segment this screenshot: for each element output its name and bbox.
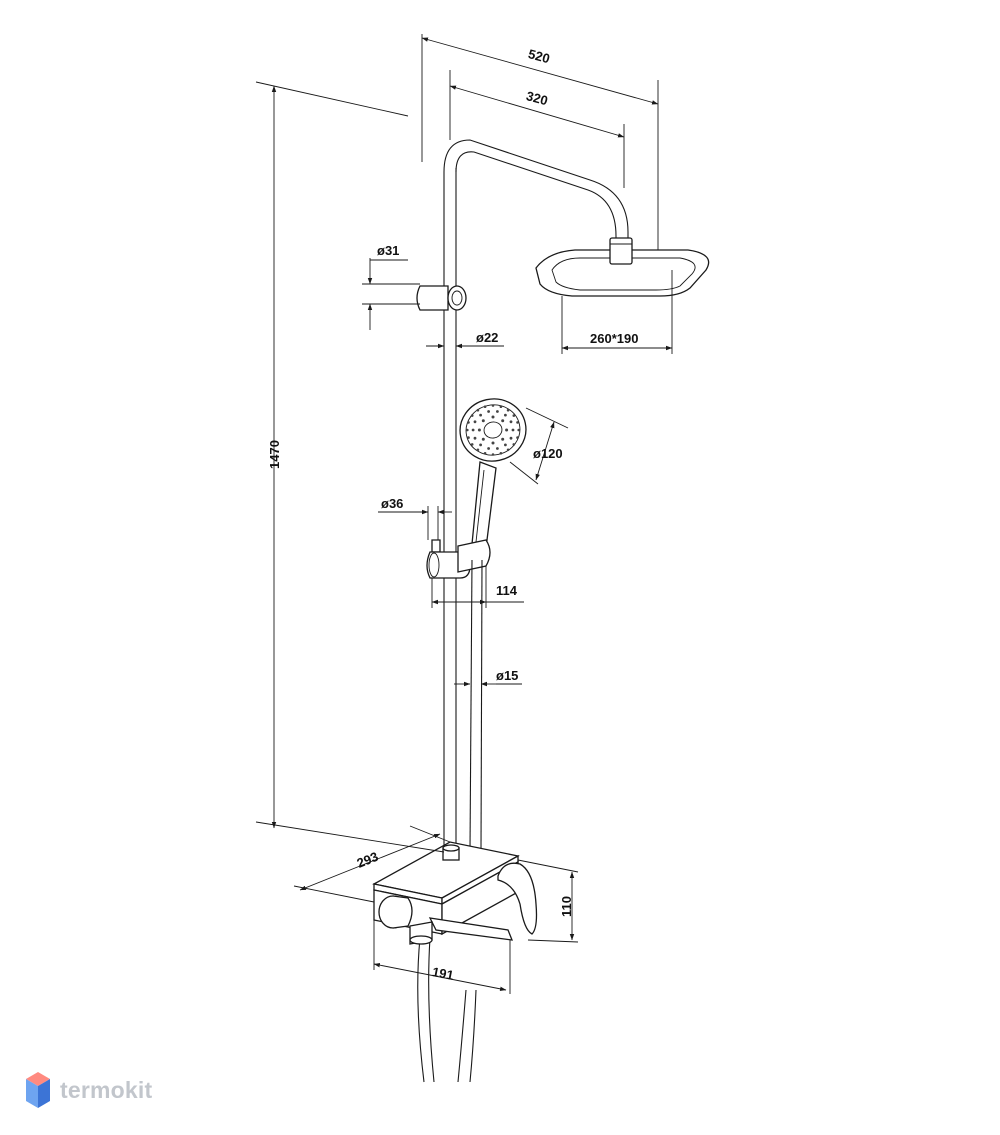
nozzle-dot: [491, 453, 495, 456]
cube-logo-icon: [26, 1072, 50, 1108]
dim-total-width: 520: [527, 46, 552, 66]
dim-slider-diameter: ø36: [381, 496, 403, 511]
overhead-shower: [535, 237, 710, 297]
dim-hose-diameter: ø15: [496, 668, 518, 683]
dim-shelf-depth: 293: [355, 849, 381, 871]
watermark-text: termokit: [60, 1076, 153, 1103]
nozzle-dot: [487, 447, 490, 450]
rail-holder: [416, 285, 467, 311]
nozzle-dot: [506, 448, 510, 452]
nozzle-dot: [501, 437, 505, 441]
nozzle-dot: [477, 428, 481, 432]
dim-slider-offset: 114: [496, 583, 518, 598]
nozzle-dot: [509, 420, 513, 424]
nozzle-dot: [505, 428, 509, 432]
nozzle-dot: [470, 443, 474, 446]
nozzle-dot: [516, 421, 519, 424]
nozzle-dot: [496, 447, 499, 450]
nozzle-dot: [509, 436, 513, 440]
shower-hose: [417, 559, 483, 1083]
nozzle-dot: [499, 405, 503, 409]
dim-rail-diameter: ø22: [476, 330, 498, 345]
nozzle-dot: [491, 415, 495, 419]
slider-holder: [426, 539, 491, 579]
nozzle-dot: [481, 419, 485, 423]
dim-spout-length: 191: [431, 964, 455, 983]
dim-holder-diameter: ø31: [377, 243, 399, 258]
nozzle-dot: [516, 436, 519, 439]
nozzle-dot: [470, 414, 474, 417]
nozzle-dot: [483, 452, 487, 455]
nozzle-dot: [504, 443, 507, 447]
nozzle-dot: [504, 413, 507, 417]
riser-pipe: [443, 168, 457, 850]
nozzle-dot: [479, 413, 482, 417]
nozzle-dot: [499, 452, 503, 455]
hand-shower: [459, 398, 527, 549]
nozzle-dot: [506, 408, 510, 412]
nozzle-dot: [491, 441, 495, 445]
nozzle-dot: [511, 428, 515, 432]
nozzle-dot: [491, 404, 495, 407]
dim-hand-shower-diameter: ø120: [533, 446, 563, 461]
nozzle-dot: [479, 443, 482, 447]
dim-overhead-size: 260*190: [590, 331, 638, 346]
termokit-watermark: termokit: [24, 1068, 152, 1112]
nozzle-dot: [467, 421, 470, 424]
dim-arm-length: 320: [525, 88, 550, 108]
nozzle-dot: [476, 448, 480, 452]
nozzle-dot: [473, 436, 477, 440]
nozzle-dot: [496, 410, 499, 413]
dim-mixer-height: 110: [559, 896, 574, 917]
nozzle-dot: [476, 408, 480, 412]
nozzle-dot: [471, 428, 475, 432]
nozzle-dot: [466, 428, 469, 432]
dim-total-height: 1470: [267, 440, 282, 469]
shower-arm: [443, 139, 629, 238]
nozzle-dot: [487, 410, 490, 413]
nozzle-dot: [501, 419, 505, 423]
nozzle-dot: [483, 405, 487, 409]
nozzle-dot: [473, 420, 477, 424]
nozzle-dot: [512, 443, 516, 446]
nozzle-dot: [517, 428, 520, 432]
nozzle-dot: [481, 437, 485, 441]
dimension-lines: [255, 34, 673, 994]
nozzle-dot: [512, 414, 516, 417]
nozzle-pattern: [466, 404, 520, 456]
nozzle-dot: [467, 436, 470, 439]
thermostatic-mixer: [372, 841, 538, 945]
